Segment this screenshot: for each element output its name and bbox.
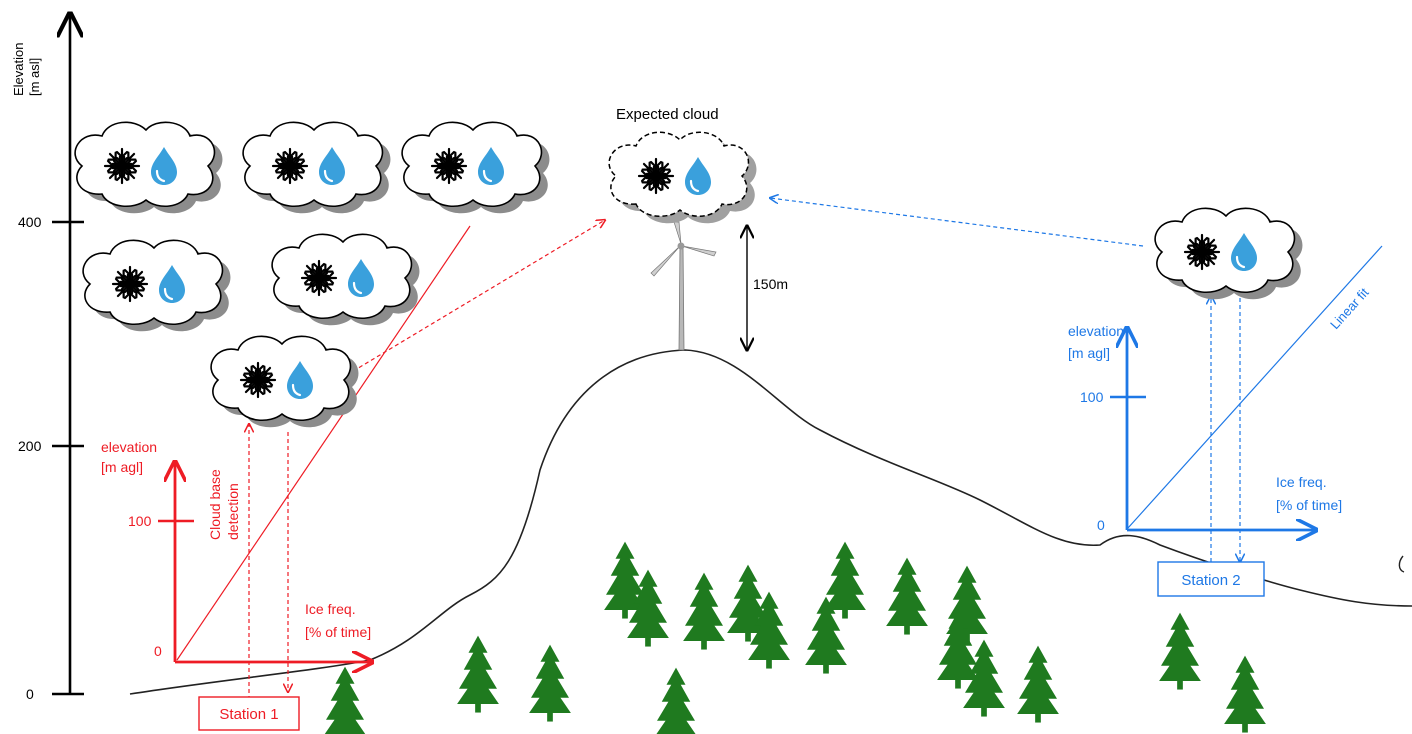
pine-tree-icon (655, 667, 697, 734)
station2-ylabel-line1: elevation (1068, 323, 1124, 339)
station1-xlabel-line2: [% of time] (305, 624, 371, 640)
linear-fit-label: Linear fit (1327, 285, 1372, 332)
main-elevation-axis: 400 200 0 Elevation [m asl] (11, 14, 84, 702)
pine-tree-icon (1017, 645, 1059, 723)
station2-xlabel-line1: Ice freq. (1276, 474, 1327, 490)
expected-cloud (608, 131, 757, 224)
wind-turbine-icon (650, 221, 717, 351)
icing-cloud (75, 122, 222, 213)
station1-tick-100: 100 (128, 513, 152, 529)
station1-xlabel-line1: Ice freq. (305, 601, 356, 617)
station1-ylabel-line2: [m agl] (101, 459, 143, 475)
station1-fit-line (176, 225, 471, 661)
pine-tree-icon (1159, 612, 1201, 690)
icing-cloud (402, 122, 549, 213)
station2-fit-line (1127, 245, 1383, 529)
pine-tree-icon (457, 635, 499, 713)
icing-cloud (272, 234, 419, 325)
axis-title-line1: Elevation (11, 43, 26, 96)
icing-cloud (211, 336, 358, 427)
axis-tick-400: 400 (18, 214, 42, 230)
station2-ylabel-line2: [m agl] (1068, 345, 1110, 361)
expected-cloud-label: Expected cloud (616, 106, 719, 123)
station1-chart: 100 0 elevation [m agl] Ice freq. [% of … (101, 220, 605, 700)
icing-cloud (83, 240, 230, 331)
axis-tick-0: 0 (26, 686, 34, 702)
station1-label: Station 1 (219, 706, 278, 723)
gap-label: 150m (753, 276, 788, 292)
snowflake-icon (639, 159, 673, 193)
terrain-small-curl (1398, 555, 1405, 573)
axis-title-line2: [m asl] (27, 58, 42, 96)
pine-tree-icon (824, 541, 866, 619)
pine-tree-icon (1224, 655, 1266, 733)
pine-tree-icon (324, 666, 366, 734)
cloud-base-detection-line1: Cloud base (207, 469, 223, 540)
icing-cloud (1155, 208, 1302, 299)
terrain-profile (129, 349, 1412, 695)
icing-cloud (243, 122, 390, 213)
pine-tree-icon (683, 572, 725, 650)
axis-tick-200: 200 (18, 438, 42, 454)
station2-tick-0: 0 (1097, 517, 1105, 533)
station1-ylabel-line1: elevation (101, 439, 157, 455)
forest (324, 541, 1266, 734)
station2-tick-100: 100 (1080, 389, 1104, 405)
station1-tick-0: 0 (154, 643, 162, 659)
station1-box (198, 696, 300, 731)
station2-box (1157, 561, 1265, 597)
pine-tree-icon (886, 557, 928, 635)
station2-xlabel-line2: [% of time] (1276, 497, 1342, 513)
pine-tree-icon (529, 644, 571, 722)
cloud-base-detection-line2: detection (225, 483, 241, 540)
station2-label: Station 2 (1181, 572, 1240, 589)
